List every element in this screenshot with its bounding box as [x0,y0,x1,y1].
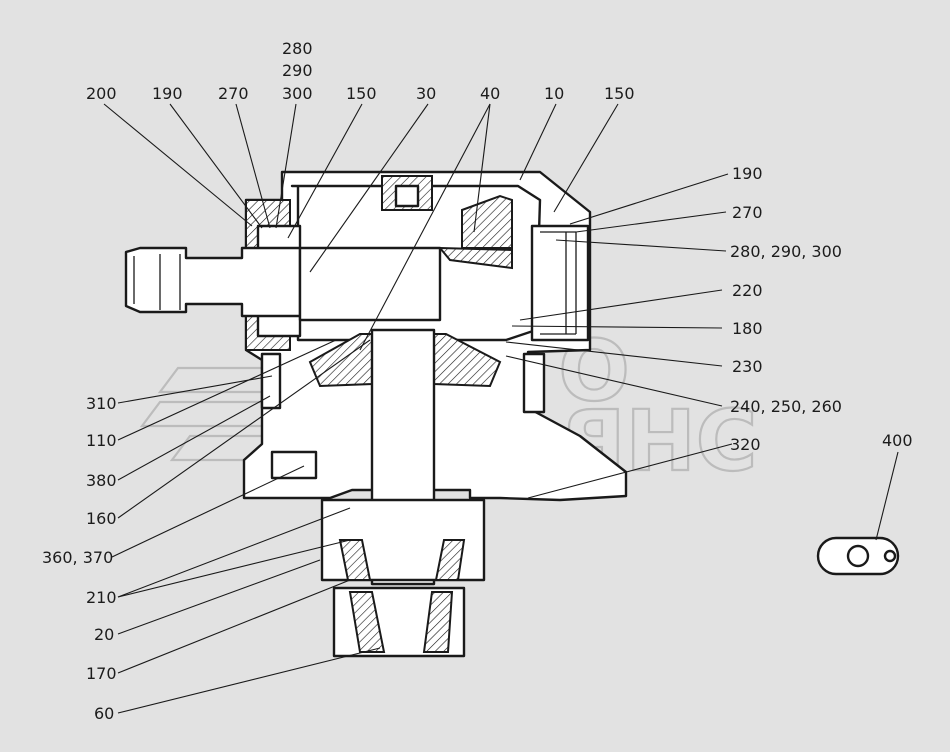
callout-20: 20 [94,625,114,644]
taper-bearing-left [338,539,372,581]
callout-280-stack-l2: 290 [282,61,313,80]
hub-wedge-left [348,591,386,653]
leader-270-top [235,103,271,229]
leader-160 [117,339,371,519]
bolt-lower [270,450,318,480]
callout-40: 40 [480,84,500,103]
callout-180: 180 [732,319,763,338]
callout-170: 170 [86,664,117,683]
callout-200: 200 [86,84,117,103]
top-boss-slot [394,184,420,208]
callout-230: 230 [732,357,763,376]
hub-wedge-right [422,591,454,653]
leader-10 [519,103,557,181]
leader-220 [519,289,723,321]
leader-200 [103,103,253,227]
callout-210: 210 [86,588,117,607]
leader-20 [117,559,321,635]
callout-110: 110 [86,431,117,450]
callout-400: 400 [882,431,913,450]
pinion-shaft [298,246,442,322]
right-cap [530,224,590,342]
taper-bearing-right [434,539,466,581]
leader-380 [117,395,271,481]
leader-190-top [169,103,263,229]
leader-190-right [569,173,729,225]
leader-170 [117,579,351,674]
callout-380: 380 [86,471,117,490]
callout-190-top: 190 [152,84,183,103]
callout-270-top: 270 [218,84,249,103]
callout-280-stack-l3: 300 [282,84,313,103]
leader-30 [309,103,429,273]
leader-360 [111,465,305,558]
callout-220: 220 [732,281,763,300]
leader-280-right [555,239,727,252]
right-cap-seal [540,231,577,335]
leader-320 [527,443,733,499]
leader-210a [117,507,351,598]
pinion-gear [461,194,513,249]
callout-160: 160 [86,509,117,528]
callout-310: 310 [86,394,117,413]
callout-240: 240, 250, 260 [730,397,842,416]
callout-150-top: 150 [346,84,377,103]
gearbox-assembly [124,170,900,658]
shaft-spline [133,254,181,310]
callout-labels: 280 290 300 200 190 270 150 30 40 10 150… [42,39,913,723]
callout-280-right: 280, 290, 300 [730,242,842,261]
leader-210b [117,539,351,598]
cover-plate-pin [883,549,897,563]
callout-320: 320 [730,435,761,454]
callout-270-right: 270 [732,203,763,222]
leader-180 [511,325,723,329]
bolt-left [260,352,282,410]
callout-360: 360, 370 [42,548,113,567]
leader-40a [473,103,491,233]
callout-30: 30 [416,84,436,103]
cover-plate-hole [846,544,870,568]
bolt-right [522,352,546,414]
leader-lines [103,103,899,714]
callout-10: 10 [544,84,564,103]
input-shaft [124,246,302,318]
callout-190-right: 190 [732,164,763,183]
pinion-cone [437,246,513,270]
leader-310 [117,375,273,404]
callout-150-right: 150 [604,84,635,103]
leader-40b [359,103,491,351]
leader-230 [505,341,723,367]
callout-280-stack-l1: 280 [282,39,313,58]
leader-150-right [553,103,619,213]
leader-240 [505,355,723,407]
leader-60 [117,647,381,714]
leader-280-stack [275,103,297,229]
leader-110 [117,339,337,441]
leader-270-right [575,211,727,233]
callout-60: 60 [94,704,114,723]
leader-400 [875,451,899,541]
leader-150-top [287,103,363,239]
